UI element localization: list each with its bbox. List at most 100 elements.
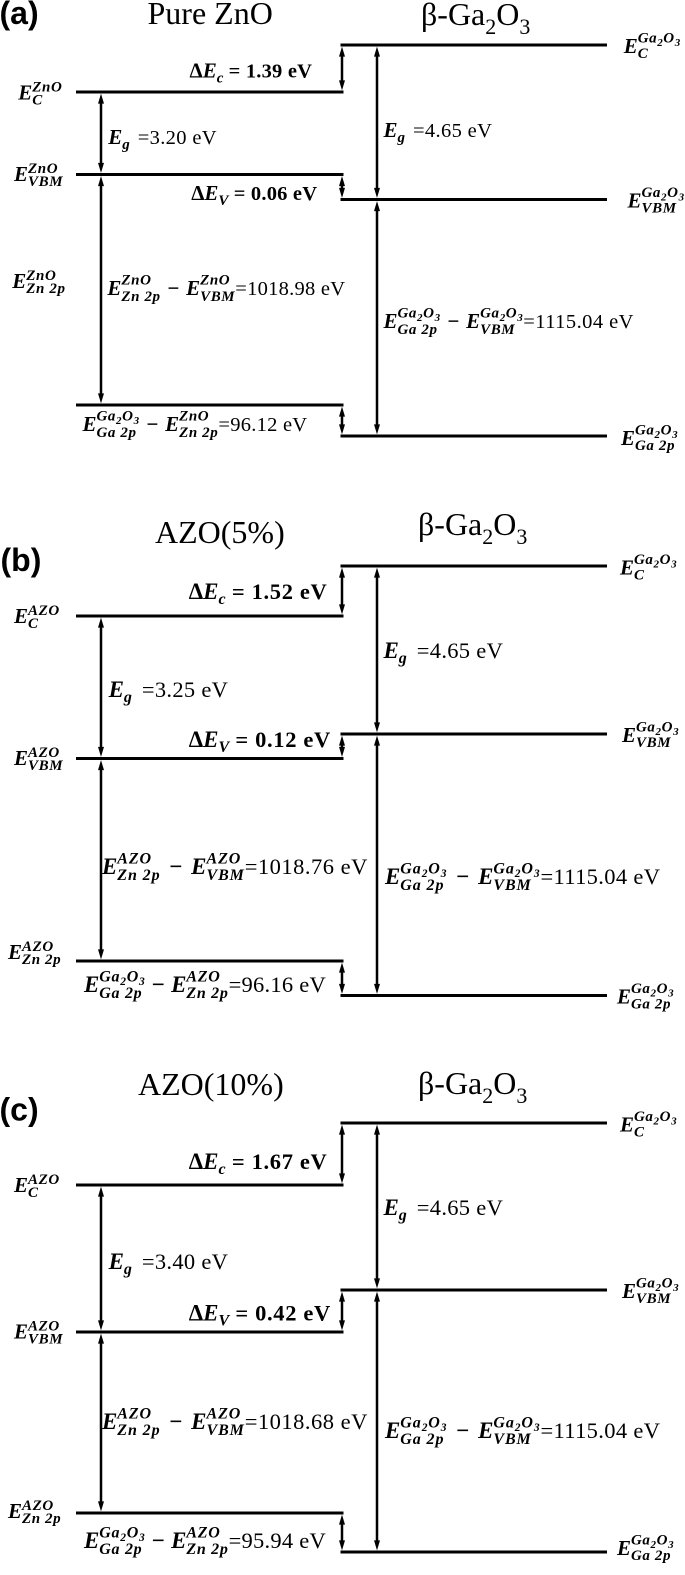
svg-text:C: C: [32, 92, 43, 108]
svg-text:3: 3: [434, 312, 441, 324]
svg-text:g: g: [398, 650, 407, 667]
svg-text:−: −: [162, 276, 184, 300]
svg-text:Ga 2p: Ga 2p: [398, 322, 438, 338]
svg-text:Ga: Ga: [398, 306, 418, 322]
svg-text:E: E: [383, 1195, 399, 1220]
svg-text:Ga 2p: Ga 2p: [400, 1431, 444, 1448]
svg-text:3: 3: [667, 1539, 674, 1551]
svg-text:C: C: [28, 616, 39, 632]
svg-text:ZnO: ZnO: [27, 161, 58, 177]
svg-text:Ga 2p: Ga 2p: [400, 877, 444, 894]
svg-text:O: O: [127, 969, 139, 986]
svg-text:O: O: [493, 506, 516, 542]
svg-text:Ga: Ga: [631, 981, 651, 997]
svg-text:O: O: [506, 306, 517, 322]
svg-text:Pure ZnO: Pure ZnO: [148, 0, 273, 31]
svg-text:=96.16 eV: =96.16 eV: [229, 972, 326, 997]
svg-text:E: E: [202, 579, 218, 604]
svg-text:ZnO: ZnO: [25, 268, 56, 284]
svg-text:AZO(5%): AZO(5%): [155, 514, 285, 550]
svg-text:=4.65 eV: =4.65 eV: [417, 638, 503, 663]
svg-text:= 0.42 eV: = 0.42 eV: [229, 1301, 331, 1326]
svg-text:Ga 2p: Ga 2p: [631, 1548, 671, 1564]
svg-text:−: −: [164, 1409, 189, 1434]
svg-text:3: 3: [516, 312, 523, 324]
svg-text:E: E: [106, 276, 121, 300]
svg-text:VBM: VBM: [207, 867, 245, 884]
svg-text:Zn 2p: Zn 2p: [178, 425, 218, 441]
svg-text:E: E: [170, 1528, 186, 1553]
svg-text:2: 2: [650, 987, 657, 999]
svg-text:O: O: [660, 1109, 671, 1125]
svg-text:2: 2: [514, 1422, 522, 1434]
svg-text:Zn 2p: Zn 2p: [21, 1511, 61, 1527]
svg-text:3: 3: [672, 1282, 679, 1294]
svg-text:3: 3: [533, 868, 541, 880]
svg-text:Zn 2p: Zn 2p: [185, 985, 228, 1002]
svg-text:E: E: [465, 309, 480, 333]
svg-text:AZO: AZO: [116, 851, 152, 868]
svg-text:O: O: [662, 1276, 673, 1292]
svg-text:2: 2: [654, 429, 661, 441]
svg-text:ZnO: ZnO: [178, 409, 209, 425]
svg-text:ZnO: ZnO: [120, 273, 151, 289]
svg-text:Ga: Ga: [97, 409, 117, 425]
svg-text:Ga 2p: Ga 2p: [99, 985, 142, 1002]
svg-text:E: E: [13, 162, 28, 186]
svg-text:O: O: [127, 1525, 139, 1542]
svg-text:=1018.98 eV: =1018.98 eV: [235, 278, 345, 300]
svg-text:E: E: [82, 412, 97, 436]
svg-text:E: E: [164, 412, 179, 436]
svg-text:AZO: AZO: [27, 1319, 60, 1335]
svg-text:E: E: [619, 556, 634, 580]
svg-text:3: 3: [674, 37, 681, 49]
svg-text:E: E: [13, 604, 28, 628]
svg-text:E: E: [477, 1418, 493, 1443]
svg-text:O: O: [661, 423, 672, 439]
svg-text:VBM: VBM: [28, 1331, 63, 1347]
svg-text:2: 2: [485, 14, 496, 39]
svg-text:O: O: [657, 1533, 668, 1549]
svg-text:g: g: [398, 1207, 407, 1224]
svg-text:AZO: AZO: [185, 969, 220, 986]
svg-text:E: E: [383, 638, 399, 663]
svg-text:Ga 2p: Ga 2p: [99, 1541, 142, 1558]
svg-text:(b): (b): [1, 542, 42, 578]
svg-text:Zn 2p: Zn 2p: [21, 952, 61, 968]
svg-text:AZO(10%): AZO(10%): [138, 1066, 284, 1102]
svg-text:VBM: VBM: [207, 1422, 245, 1439]
svg-text:2: 2: [119, 976, 126, 988]
svg-text:Zn 2p: Zn 2p: [120, 289, 160, 305]
svg-text:β-Ga: β-Ga: [418, 1065, 482, 1101]
svg-text:= 1.39 eV: = 1.39 eV: [223, 61, 312, 83]
svg-text:ZnO: ZnO: [199, 273, 230, 289]
svg-text:2: 2: [514, 868, 522, 880]
svg-text:E: E: [203, 181, 218, 205]
svg-text:E: E: [621, 1279, 636, 1303]
svg-text:AZO: AZO: [21, 939, 54, 955]
svg-text:= 1.52 eV: = 1.52 eV: [226, 579, 328, 604]
svg-text:E: E: [13, 1173, 28, 1197]
svg-text:Δ: Δ: [189, 727, 204, 752]
svg-text:O: O: [493, 1065, 516, 1101]
svg-text:E: E: [190, 1409, 206, 1434]
svg-text:Zn 2p: Zn 2p: [116, 867, 160, 884]
svg-text:Ga: Ga: [400, 861, 421, 878]
svg-text:E: E: [108, 1249, 124, 1274]
svg-text:=96.12 eV: =96.12 eV: [218, 414, 307, 436]
svg-text:E: E: [170, 972, 186, 997]
svg-text:AZO: AZO: [27, 1172, 60, 1188]
svg-text:2: 2: [656, 37, 663, 49]
svg-text:O: O: [663, 31, 674, 47]
svg-text:ZnO: ZnO: [31, 80, 62, 96]
svg-text:g: g: [397, 130, 406, 146]
svg-text:3: 3: [516, 1083, 527, 1108]
svg-text:3: 3: [440, 1422, 448, 1434]
svg-text:VBM: VBM: [636, 1291, 671, 1307]
svg-text:AZO: AZO: [27, 603, 60, 619]
svg-text:2: 2: [119, 1532, 126, 1544]
svg-text:2: 2: [650, 1539, 657, 1551]
svg-text:(a): (a): [0, 0, 39, 31]
svg-text:O: O: [521, 1415, 533, 1432]
svg-text:g: g: [123, 1261, 132, 1278]
